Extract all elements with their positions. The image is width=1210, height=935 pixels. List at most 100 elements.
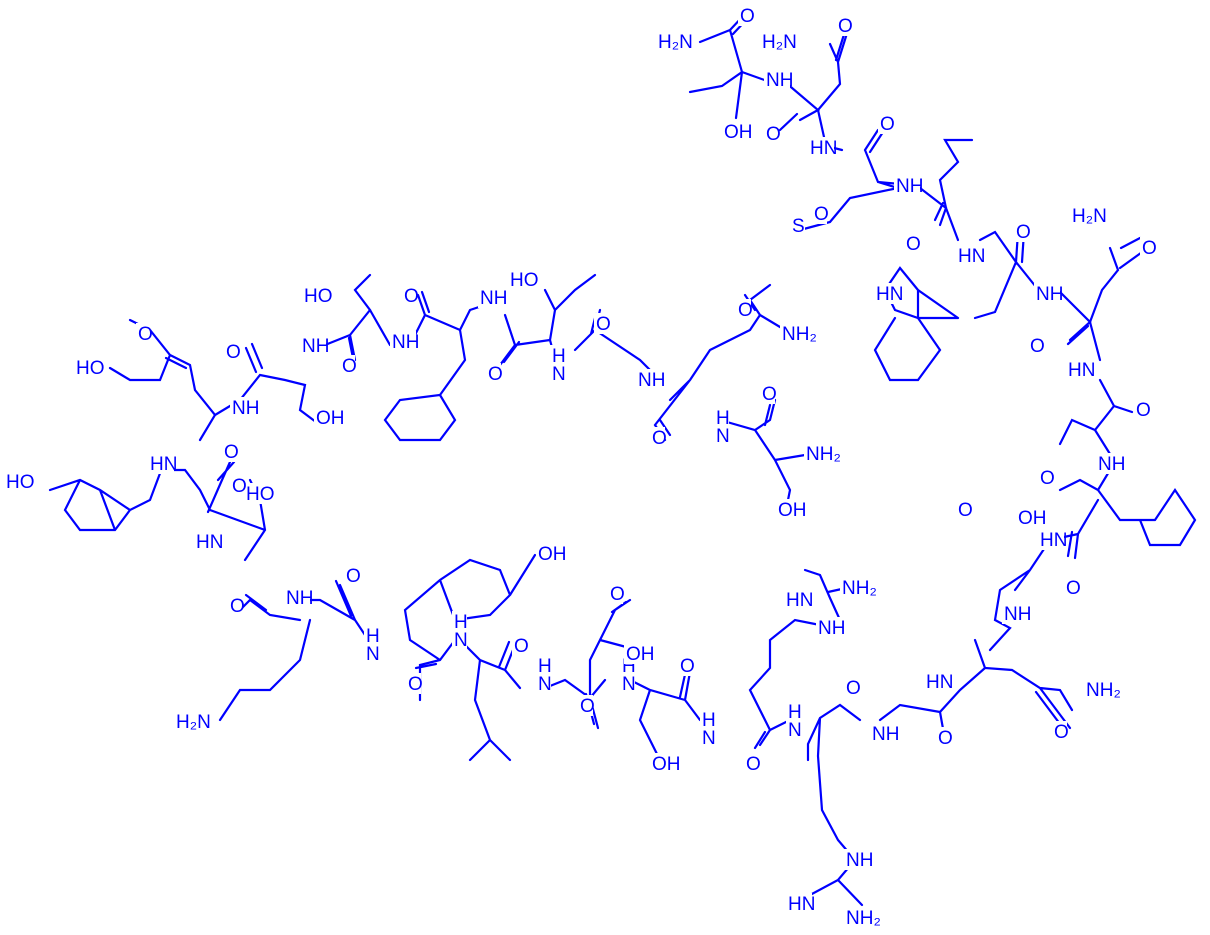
atom-label-text: HN	[150, 454, 177, 475]
atom-label-background	[904, 233, 919, 254]
atom-label-text: HN	[958, 246, 985, 267]
atom-label-text: N	[788, 720, 802, 741]
atom-label-hn-arg2: N	[786, 719, 802, 741]
atom-label-text: HN	[1040, 530, 1067, 551]
atom-label-background	[302, 285, 328, 306]
atom-label-n-arg1: N	[700, 727, 716, 749]
atom-label-text: NH	[1098, 454, 1125, 475]
atom-label-nh-thr-c: NH	[764, 69, 793, 91]
atom-label-background	[874, 283, 900, 304]
atom-label-background	[736, 299, 751, 320]
atom-label-text: H₂N	[176, 712, 211, 733]
atom-label-h-gln3: H	[714, 407, 730, 429]
atom-label-background	[608, 583, 623, 604]
atom-label-o-ala-co: O	[936, 727, 953, 749]
atom-label-nh-lys: NH	[284, 587, 313, 609]
atom-label-background	[230, 397, 256, 418]
atom-label-oh-asp2: OH	[624, 643, 655, 665]
atom-label-nh2-arg2: NH₂	[844, 907, 881, 929]
atom-label-text: HN	[876, 284, 903, 305]
atom-label-o-tyr2-co: O	[406, 673, 423, 695]
atom-label-o-leu2-co: O	[512, 635, 529, 657]
atom-label-nh-asp1: NH	[1002, 603, 1031, 625]
atom-label-text: H	[788, 702, 802, 723]
atom-label-background	[1084, 679, 1121, 700]
atom-label-oh-asp1: OH	[1016, 507, 1047, 529]
atom-label-o-asp1-co: O	[1064, 577, 1081, 599]
atom-label-background	[594, 313, 609, 334]
atom-label-text: HO	[304, 286, 333, 307]
atom-label-o-met-co: O	[878, 113, 895, 135]
atom-label-text: NH₂	[1086, 680, 1121, 701]
atom-label-text: NH	[846, 850, 873, 871]
atom-label-ho-thr2: HO	[302, 285, 333, 307]
atom-label-background	[812, 203, 827, 224]
atom-label-h-leu2: H	[452, 611, 468, 633]
atom-label-background	[894, 175, 920, 196]
atom-label-background	[402, 285, 417, 306]
atom-label-text: HN	[788, 894, 815, 915]
atom-label-o-thr2-co: O	[340, 355, 357, 377]
atom-label-hn-tyr1: HN	[148, 453, 177, 475]
atom-label-text: N	[702, 728, 716, 749]
atom-label-background	[844, 677, 859, 698]
atom-label-nh2-gln1: H₂N	[1070, 205, 1107, 227]
atom-label-background	[956, 245, 982, 266]
atom-label-text: O	[1040, 468, 1055, 489]
atom-label-background	[1014, 221, 1029, 242]
atom-label-nh2-c-term: H₂N	[656, 31, 693, 53]
atom-label-o-asn-side: O	[836, 15, 853, 37]
atom-label-nh-arg2-side: NH	[844, 849, 873, 871]
atom-label-text: H₂N	[658, 32, 693, 53]
atom-label-background	[1034, 283, 1060, 304]
atom-label-background	[1070, 205, 1107, 226]
atom-label-h-arg1: H	[700, 709, 716, 731]
atom-label-text: H	[366, 626, 380, 647]
atom-label-background	[786, 701, 801, 722]
atom-label-text: HO	[6, 472, 35, 493]
atom-label-nh-thr2: NH	[390, 331, 419, 353]
atom-label-o-glu-side: O	[136, 323, 153, 345]
atom-label-text: NH	[480, 288, 507, 309]
atom-label-background	[786, 719, 801, 740]
atom-label-text: O	[232, 476, 247, 497]
atom-label-n-gln3: N	[714, 425, 730, 447]
atom-label-background	[148, 453, 174, 474]
atom-label-oh-tyr2: OH	[536, 543, 567, 565]
atom-label-text: HO	[76, 358, 105, 379]
atom-label-background	[244, 483, 270, 504]
atom-label-n-thr3: N	[550, 363, 566, 385]
atom-label-text: NH	[1004, 604, 1031, 625]
atom-label-text: O	[652, 428, 667, 449]
atom-label-background	[956, 499, 971, 520]
atom-label-text: OH	[652, 754, 681, 775]
atom-label-o-leu-co: O	[904, 233, 921, 255]
atom-label-o-glu-co: O	[222, 441, 239, 463]
atom-label-o-phe2-co: O	[1038, 467, 1055, 489]
atom-label-text: H	[702, 710, 716, 731]
atom-label-text: O	[138, 324, 153, 345]
atom-label-text: H	[538, 656, 552, 677]
atom-label-o-tyr1-co: O	[230, 475, 247, 497]
atom-label-background	[1016, 507, 1042, 528]
atom-label-text: HO	[246, 484, 275, 505]
atom-label-background	[1066, 359, 1092, 380]
atom-label-background	[656, 31, 693, 52]
atom-label-o-ser5-co: O	[760, 383, 777, 405]
atom-label-text: OH	[538, 544, 567, 565]
atom-label-background	[636, 369, 662, 390]
atom-label-text: NH	[302, 336, 329, 357]
atom-label-text: O	[580, 696, 595, 717]
atom-label-text: O	[680, 656, 695, 677]
atom-label-background	[550, 345, 565, 366]
atom-label-text: H₂N	[1072, 206, 1107, 227]
atom-label-text: H₂N	[762, 32, 797, 53]
atom-label-text: O	[1066, 578, 1081, 599]
atom-label-text: O	[814, 204, 829, 225]
atom-label-text: O	[846, 678, 861, 699]
atom-label-text: O	[1136, 400, 1151, 421]
atom-label-background	[714, 425, 729, 446]
atom-label-nh2-ser5: NH₂	[804, 443, 841, 465]
